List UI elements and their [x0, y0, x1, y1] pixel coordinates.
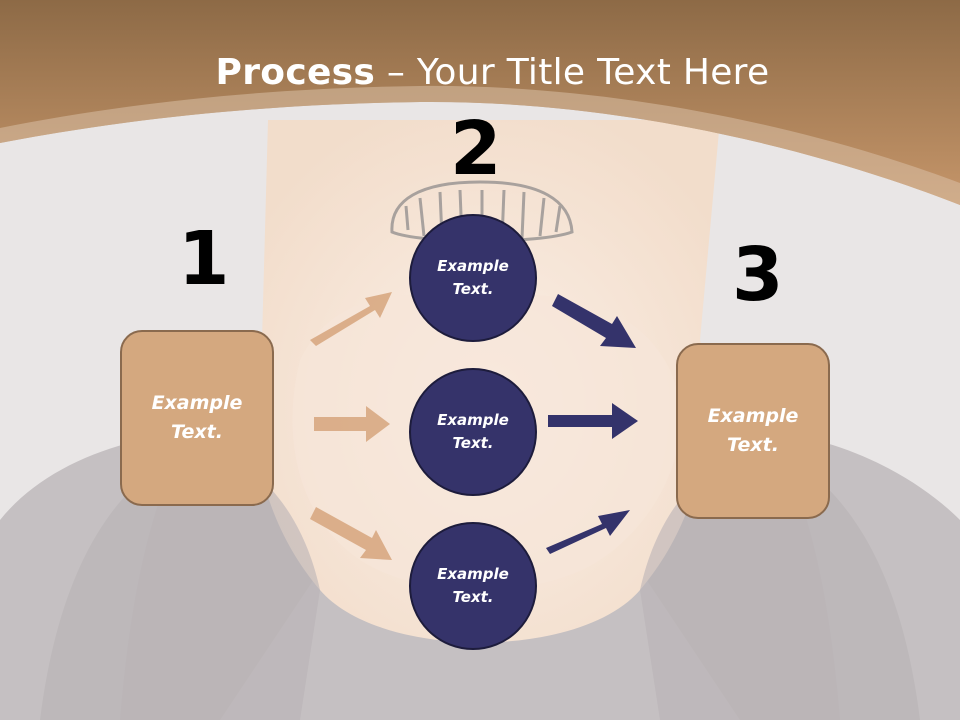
left-step-box: Example Text.	[120, 330, 274, 506]
step-number-2: 2	[450, 106, 502, 192]
right-step-box: Example Text.	[676, 343, 830, 519]
step-number-3: 3	[732, 232, 784, 318]
top-circle-text: Example Text.	[437, 257, 509, 298]
middle-circle: Example Text.	[409, 368, 537, 496]
top-circle: Example Text.	[409, 214, 537, 342]
bottom-circle: Example Text.	[409, 522, 537, 650]
title-bold: Process	[215, 52, 376, 93]
right-box-text: Example Text.	[707, 405, 799, 456]
bottom-circle-text: Example Text.	[437, 565, 509, 606]
middle-circle-text: Example Text.	[437, 411, 509, 452]
page-title: Process – Your Title Text Here	[0, 52, 960, 93]
step-number-1: 1	[178, 216, 230, 302]
left-box-text: Example Text.	[151, 392, 243, 443]
title-rest: – Your Title Text Here	[375, 52, 770, 93]
